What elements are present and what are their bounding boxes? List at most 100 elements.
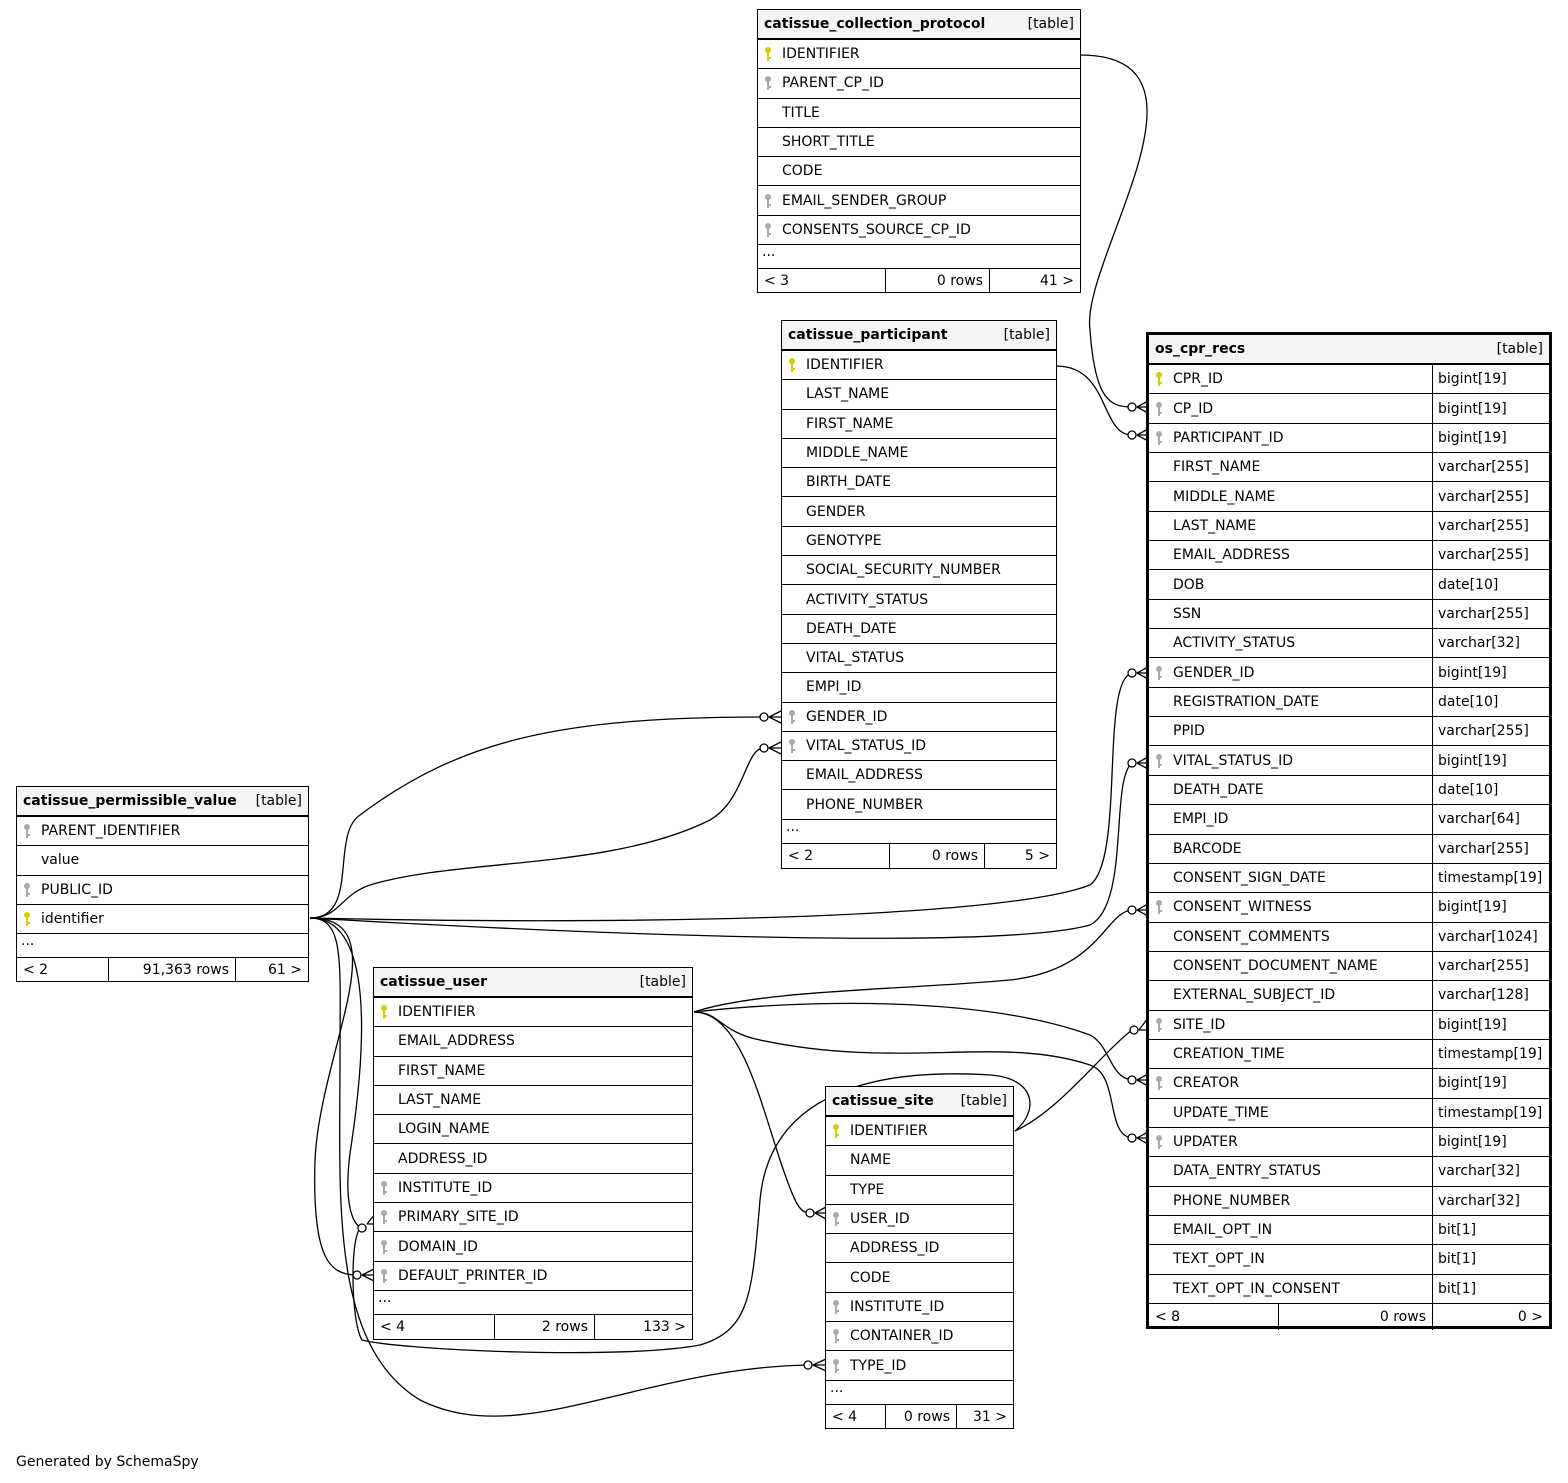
column-row[interactable]: DOMAIN_ID — [374, 1232, 692, 1262]
column-row[interactable]: PARENT_IDENTIFIER — [17, 817, 308, 847]
column-row[interactable]: ADDRESS_ID — [374, 1144, 692, 1174]
column-row[interactable]: GENOTYPE — [782, 527, 1056, 557]
table-header[interactable]: catissue_collection_protocol[table] — [758, 10, 1080, 40]
column-row[interactable]: TITLE — [758, 99, 1080, 128]
column-row[interactable]: DEATH_DATE — [782, 615, 1056, 644]
table-header[interactable]: catissue_user[table] — [374, 968, 692, 998]
column-row[interactable]: LAST_NAME — [782, 380, 1056, 410]
column-row[interactable]: identifier — [17, 905, 308, 935]
parents-count[interactable]: < 4 — [374, 1314, 495, 1339]
column-row[interactable]: ACTIVITY_STATUS — [782, 585, 1056, 615]
column-row[interactable]: TYPE_ID — [826, 1351, 1013, 1381]
parents-count[interactable]: < 4 — [826, 1404, 886, 1429]
children-count[interactable]: 133 > — [643, 1318, 686, 1335]
column-row[interactable]: VITAL_STATUS — [782, 644, 1056, 674]
parents-count[interactable]: < 3 — [758, 269, 886, 294]
column-row[interactable]: value — [17, 846, 308, 876]
column-row[interactable]: INSTITUTE_ID — [826, 1293, 1013, 1323]
column-row[interactable]: PRIMARY_SITE_ID — [374, 1203, 692, 1233]
column-row[interactable]: EMAIL_ADDRESS — [782, 761, 1056, 791]
column-row[interactable]: CONTAINER_ID — [826, 1322, 1013, 1352]
column-row[interactable]: FIRST_NAME — [374, 1057, 692, 1086]
column-row[interactable]: DEFAULT_PRINTER_ID — [374, 1262, 692, 1291]
column-row[interactable]: BIRTH_DATE — [782, 468, 1056, 498]
column-row[interactable]: TYPE — [826, 1176, 1013, 1205]
column-row[interactable]: LAST_NAME — [374, 1086, 692, 1116]
column-row[interactable]: IDENTIFIER — [826, 1117, 1013, 1147]
column-row[interactable]: IDENTIFIER — [758, 40, 1080, 70]
table-catissue-collection-protocol[interactable]: catissue_collection_protocol[table]IDENT… — [757, 9, 1081, 294]
column-row[interactable]: SOCIAL_SECURITY_NUMBER — [782, 556, 1056, 586]
children-count[interactable]: 61 > — [268, 962, 302, 979]
column-row[interactable]: MIDDLE_NAME — [782, 439, 1056, 469]
table-catissue-permissible-value[interactable]: catissue_permissible_value[table]PARENT_… — [16, 786, 309, 983]
table-header[interactable]: os_cpr_recs[table] — [1149, 335, 1549, 365]
column-row[interactable]: CONSENTS_SOURCE_CP_ID — [758, 216, 1080, 246]
column-row[interactable]: PHONE_NUMBER — [782, 790, 1056, 820]
column-row[interactable]: VITAL_STATUS_ID — [782, 732, 1056, 762]
children-count[interactable]: 41 > — [1040, 273, 1074, 290]
column-row[interactable]: EMAIL_SENDER_GROUP — [758, 186, 1080, 216]
column-row[interactable]: SHORT_TITLE — [758, 128, 1080, 158]
children-count[interactable]: 5 > — [1024, 847, 1050, 864]
column-row[interactable]: LOGIN_NAME — [374, 1115, 692, 1145]
parents-count[interactable]: < 2 — [782, 843, 890, 868]
column-row[interactable]: FIRST_NAME — [782, 410, 1056, 439]
children-count[interactable]: 0 > — [1517, 1309, 1543, 1325]
column-row[interactable]: EMAIL_ADDRESS — [374, 1027, 692, 1057]
column-row[interactable]: PUBLIC_ID — [17, 876, 308, 905]
column-row[interactable]: GENDER — [782, 497, 1056, 527]
children-count[interactable]: 31 > — [973, 1408, 1007, 1425]
column-row[interactable]: CODE — [758, 157, 1080, 187]
column-row[interactable]: INSTITUTE_ID — [374, 1174, 692, 1204]
column-row[interactable]: IDENTIFIER — [374, 998, 692, 1028]
table-header[interactable]: catissue_permissible_value[table] — [17, 787, 308, 817]
parents-count[interactable]: < 8 — [1149, 1304, 1279, 1330]
column-row[interactable]: PARENT_CP_ID — [758, 69, 1080, 99]
parents-count[interactable]: < 2 — [17, 958, 109, 983]
column-row[interactable]: USER_ID — [826, 1205, 1013, 1235]
column-row[interactable]: GENDER_ID — [782, 703, 1056, 732]
table-header[interactable]: catissue_participant[table] — [782, 321, 1056, 351]
column-row[interactable]: IDENTIFIER — [782, 351, 1056, 381]
column-row[interactable]: EMPI_ID — [782, 673, 1056, 703]
column-row[interactable]: ADDRESS_ID — [826, 1234, 1013, 1264]
column-row[interactable]: NAME — [826, 1146, 1013, 1176]
